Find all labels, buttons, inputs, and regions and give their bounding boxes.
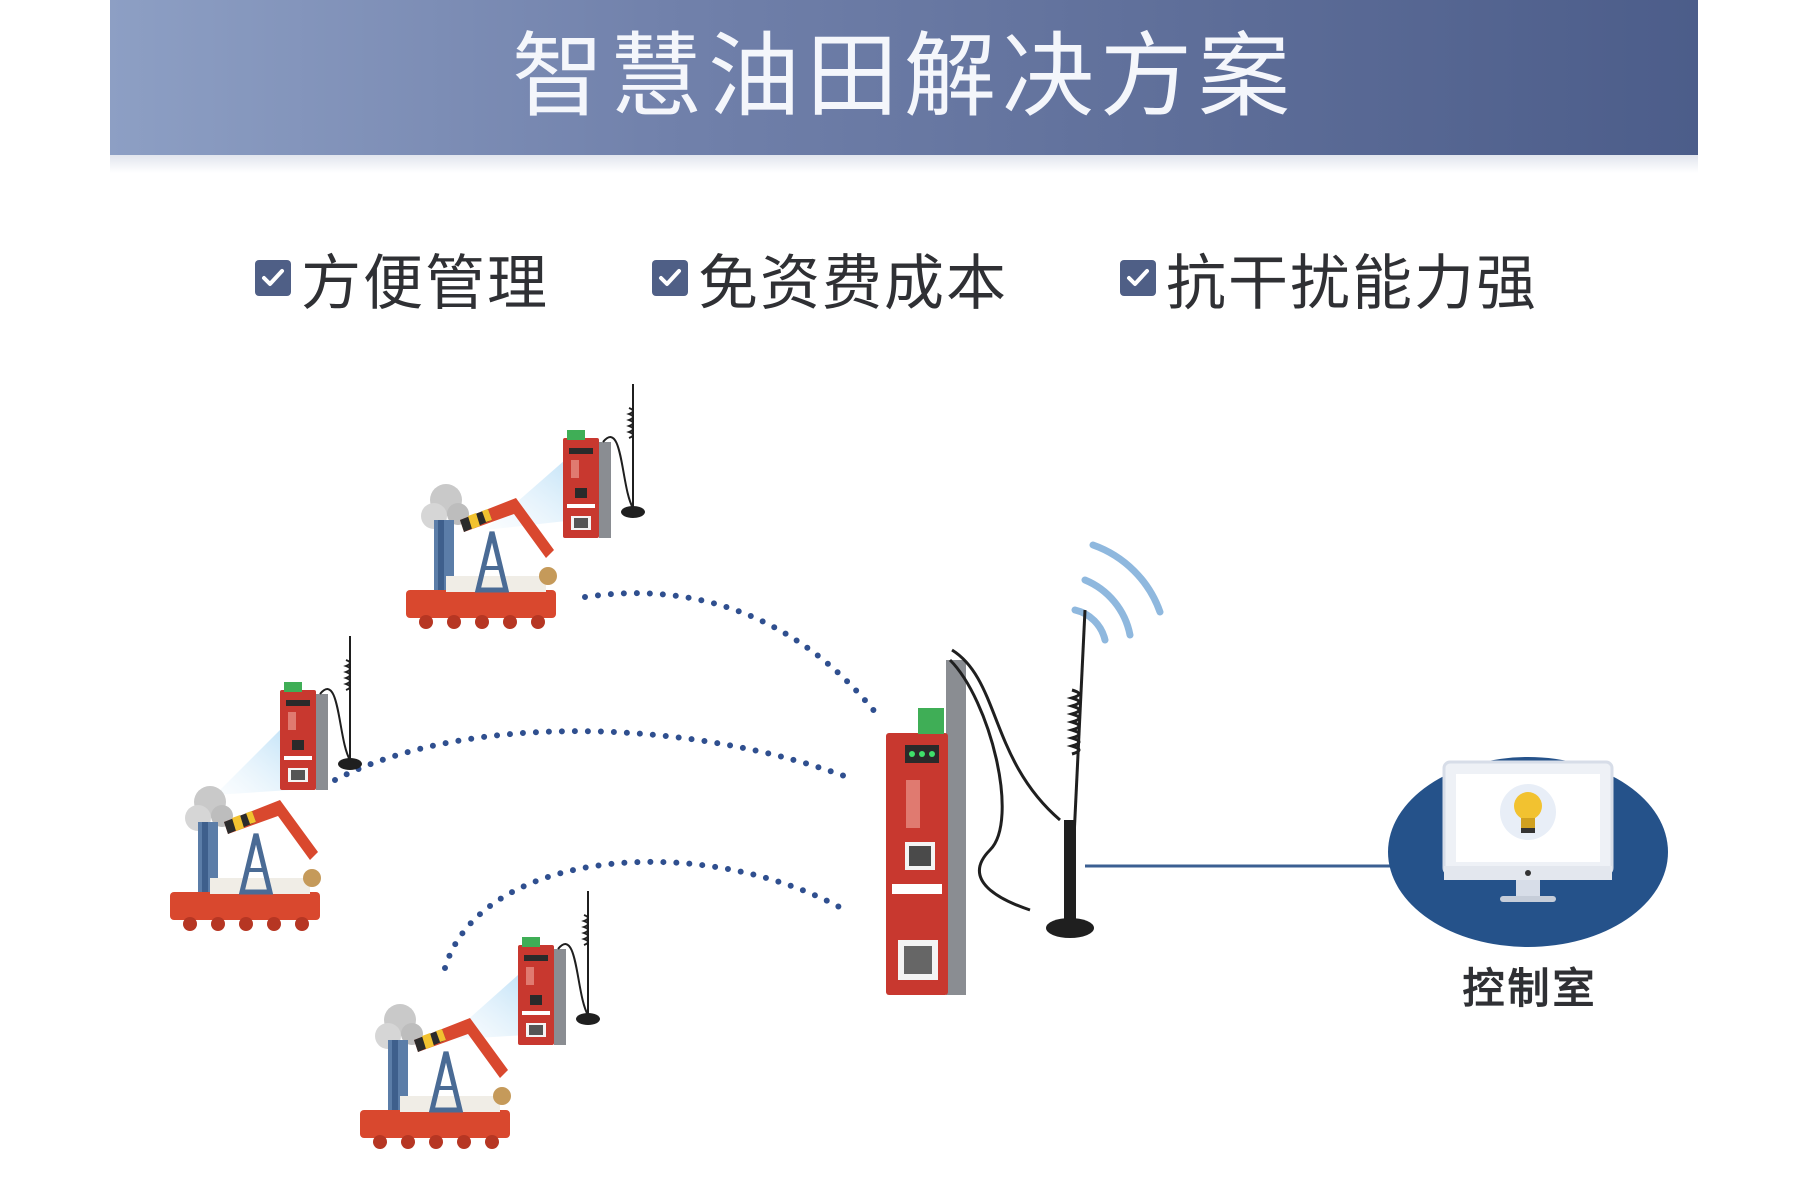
control-room-label: 控制室 [1462, 964, 1598, 1013]
antenna-icon [948, 609, 1094, 938]
oil-site-bottom [360, 890, 601, 1149]
checkbox-checked-icon [652, 260, 688, 296]
gateway-router-icon [886, 660, 966, 995]
banner-shadow [110, 155, 1698, 173]
feature-label: 方便管理 [301, 248, 549, 319]
feature-convenient-management: 方便管理 [255, 238, 549, 319]
feature-anti-interference: 抗干扰能力强 [1120, 238, 1538, 319]
checkbox-checked-icon [255, 260, 291, 296]
signal-beam [215, 730, 290, 795]
feature-label: 免资费成本 [698, 248, 1008, 319]
feature-list: 方便管理 免资费成本 抗干扰能力强 [0, 238, 1800, 319]
oil-site-top [406, 383, 646, 629]
wifi-signal-icon [1071, 541, 1164, 644]
oil-site-middle [170, 635, 363, 931]
wireless-link-middle [332, 728, 858, 783]
page-title: 智慧油田解决方案 [511, 23, 1296, 130]
feature-label: 抗干扰能力强 [1166, 248, 1538, 319]
lightbulb-monitor-icon [1442, 760, 1614, 902]
checkbox-checked-icon [1120, 260, 1156, 296]
router-device-icon [279, 635, 363, 791]
title-banner: 智慧油田解决方案 [110, 0, 1698, 155]
wireless-link-top [582, 590, 878, 715]
control-room [1388, 757, 1668, 947]
wireless-link-bottom [442, 858, 848, 971]
router-device-icon [562, 383, 646, 539]
router-device-icon [517, 890, 601, 1046]
feature-no-data-cost: 免资费成本 [652, 238, 1008, 319]
pumpjack-icon [170, 786, 321, 931]
central-gateway [886, 541, 1164, 995]
